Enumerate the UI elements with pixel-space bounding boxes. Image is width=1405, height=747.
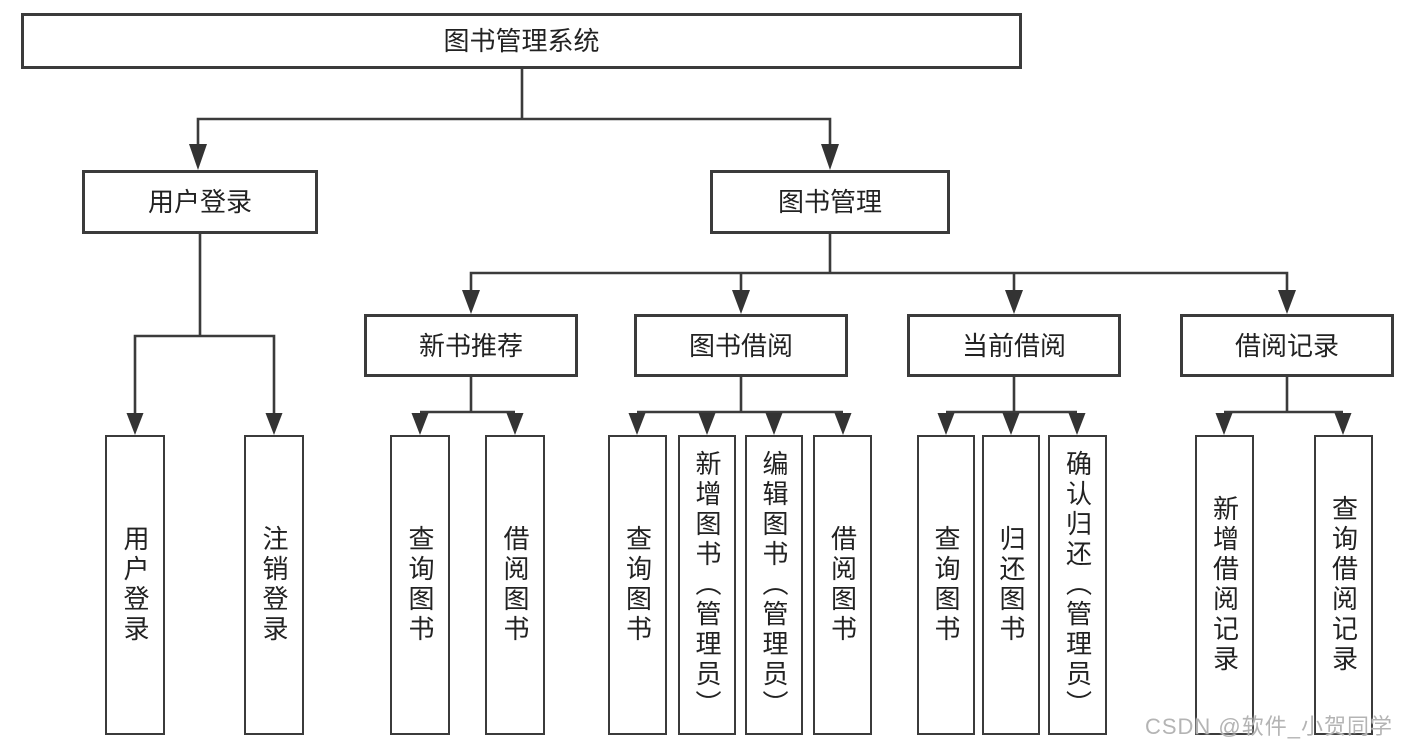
connector-book-mgmt-children (462, 234, 1296, 314)
connector-root-split (189, 69, 839, 170)
leaf-add-books-admin: 新增图书（管理员） (678, 435, 736, 735)
connector-user-login-children (126, 234, 283, 435)
arrowhead-book-mgmt (821, 144, 839, 170)
arrowhead-leaf-logout (265, 413, 283, 435)
arrowhead-current-borrow (1005, 290, 1023, 314)
leaf-query-books-current: 查询图书 (917, 435, 975, 735)
csdn-watermark: CSDN @软件_小贺同学 (1144, 714, 1393, 739)
arrowhead-new-query (411, 413, 429, 435)
node-current-borrow: 当前借阅 (907, 314, 1121, 377)
current-borrow-bar (946, 377, 1077, 414)
arrowhead-borrow-borrow (834, 413, 852, 435)
arrowhead-borrow-records (1278, 290, 1296, 314)
arrowhead-leaf-user-login (126, 413, 144, 435)
leaf-borrow-books-recommend: 借阅图书 (485, 435, 545, 735)
arrowhead-records-add (1215, 413, 1233, 435)
user-login-bar (133, 334, 276, 414)
new-books-bar (420, 377, 515, 414)
node-new-book-recommend: 新书推荐 (364, 314, 578, 377)
node-user-login: 用户登录 (82, 170, 318, 234)
arrowhead-borrow-add (698, 413, 716, 435)
leaf-borrow-books: 借阅图书 (813, 435, 872, 735)
connector-current-borrow-children (937, 377, 1086, 435)
arrowhead-records-query (1334, 413, 1352, 435)
arrowhead-user-login (189, 144, 207, 170)
node-book-management: 图书管理 (710, 170, 950, 234)
arrowhead-current-confirm (1068, 413, 1086, 435)
leaf-edit-books-admin: 编辑图书（管理员） (745, 435, 803, 735)
arrowhead-borrow-query (628, 413, 646, 435)
book-borrow-bar (637, 377, 843, 414)
leaf-logout-login: 注销登录 (244, 435, 304, 735)
arrowhead-new-books (462, 290, 480, 314)
leaf-confirm-return-admin: 确认归还（管理员） (1048, 435, 1107, 735)
leaf-query-borrow-record: 查询借阅记录 (1314, 435, 1373, 735)
node-library-system: 图书管理系统 (21, 13, 1022, 69)
borrow-records-bar (1224, 377, 1343, 414)
node-borrow-records: 借阅记录 (1180, 314, 1394, 377)
book-mgmt-bar (469, 271, 1289, 292)
leaf-add-borrow-record: 新增借阅记录 (1195, 435, 1254, 735)
leaf-user-login: 用户登录 (105, 435, 165, 735)
connector-borrow-records-children (1215, 377, 1352, 435)
level1-bar (196, 117, 832, 146)
leaf-query-books-recommend: 查询图书 (390, 435, 450, 735)
connector-new-books-children (411, 377, 524, 435)
arrowhead-current-return (1002, 413, 1020, 435)
arrowhead-borrow-edit (765, 413, 783, 435)
leaf-return-books: 归还图书 (982, 435, 1040, 735)
arrowhead-book-borrow (732, 290, 750, 314)
node-book-borrow: 图书借阅 (634, 314, 848, 377)
arrowhead-new-borrow (506, 413, 524, 435)
connector-book-borrow-children (628, 377, 852, 435)
arrowhead-current-query (937, 413, 955, 435)
leaf-query-books-borrow: 查询图书 (608, 435, 667, 735)
